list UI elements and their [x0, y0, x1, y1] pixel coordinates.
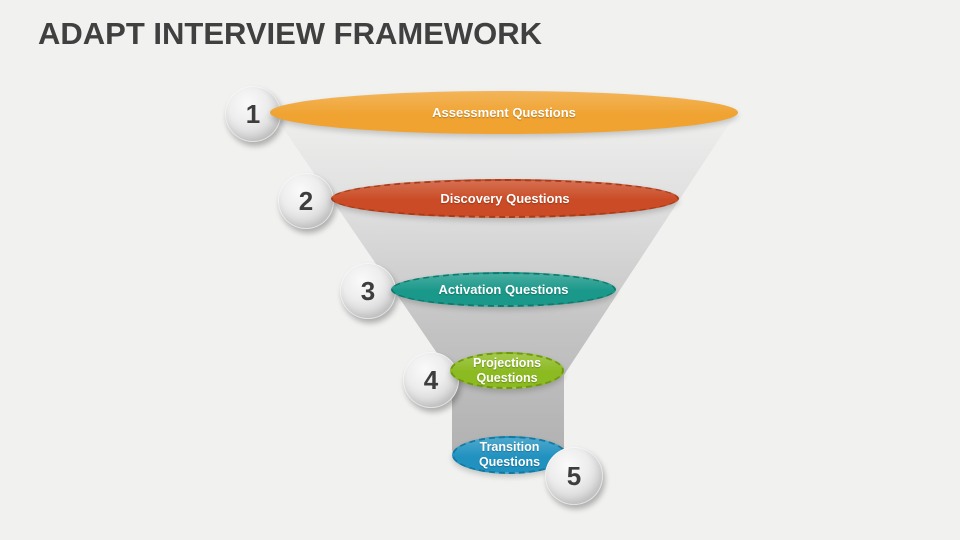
page-title: ADAPT INTERVIEW FRAMEWORK: [38, 16, 543, 51]
step-number-badge-3: 3: [340, 263, 396, 319]
step-number-badge-5: 5: [545, 447, 603, 505]
funnel-stage-discovery: Discovery Questions: [331, 179, 679, 218]
step-number-badge-2: 2: [278, 173, 334, 229]
step-number-badge-4: 4: [403, 352, 459, 408]
stage-label: Transition Questions: [478, 440, 541, 469]
funnel-stage-assessment: Assessment Questions: [270, 91, 738, 134]
step-number: 3: [360, 275, 376, 306]
funnel-stage-activation: Activation Questions: [391, 272, 616, 307]
funnel-stage-transition: Transition Questions: [452, 436, 567, 474]
step-number: 1: [245, 98, 261, 129]
stage-label: Assessment Questions: [432, 105, 576, 120]
funnel-stage-projections: Projections Questions: [450, 352, 564, 389]
stage-label: Activation Questions: [438, 282, 569, 297]
step-number: 5: [566, 460, 582, 491]
stage-label: Projections Questions: [472, 355, 542, 385]
step-number: 2: [298, 185, 314, 216]
step-number: 4: [423, 364, 439, 395]
stage-label: Discovery Questions: [440, 191, 570, 206]
